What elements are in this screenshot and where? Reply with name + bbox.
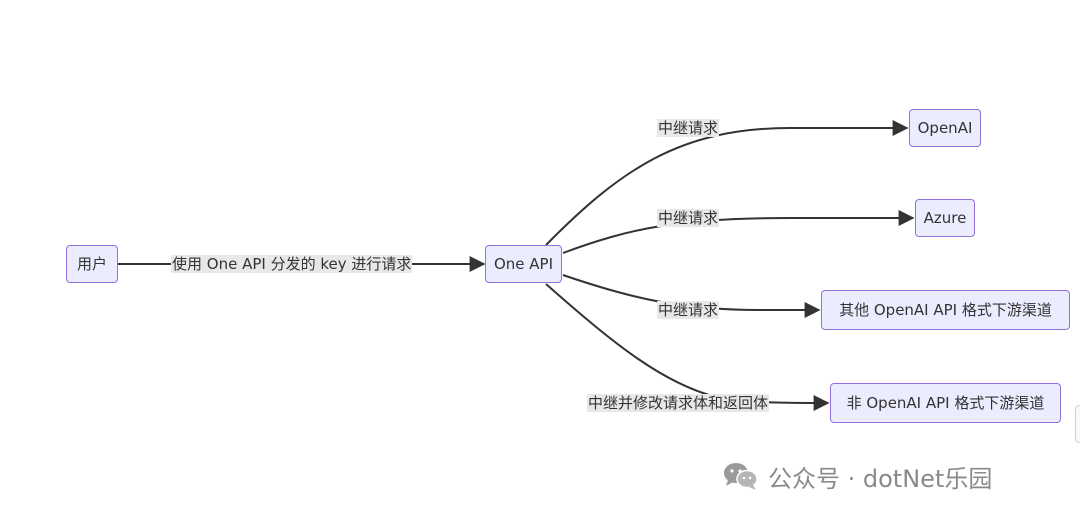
edge-label-relay-non-openai: 中继并修改请求体和返回体 <box>587 394 770 412</box>
edge-oneapi-to-azure <box>562 210 915 254</box>
node-azure[interactable]: Azure <box>915 199 975 237</box>
node-openai[interactable]: OpenAI <box>909 109 981 147</box>
node-user-label: 用户 <box>76 254 107 273</box>
node-one-api-label: One API <box>493 254 554 273</box>
edge-tab <box>1075 405 1080 443</box>
edge-label-relay-openai: 中继请求 <box>657 119 720 137</box>
edge-label-relay-other: 中继请求 <box>657 301 720 319</box>
node-azure-label: Azure <box>923 208 967 227</box>
node-other-openai-format-label: 其他 OpenAI API 格式下游渠道 <box>839 300 1052 319</box>
node-user[interactable]: 用户 <box>66 245 118 283</box>
watermark: 公众号 · dotNet乐园 <box>722 458 992 494</box>
node-openai-label: OpenAI <box>917 118 973 137</box>
node-other-openai-format[interactable]: 其他 OpenAI API 格式下游渠道 <box>821 290 1070 330</box>
edge-oneapi-to-openai <box>545 120 909 246</box>
node-one-api[interactable]: One API <box>485 245 562 283</box>
wechat-icon <box>724 463 758 490</box>
node-non-openai-format[interactable]: 非 OpenAI API 格式下游渠道 <box>830 383 1061 423</box>
edge-label-relay-azure: 中继请求 <box>657 209 720 227</box>
watermark-text: 公众号 · dotNet乐园 <box>768 464 993 493</box>
node-non-openai-format-label: 非 OpenAI API 格式下游渠道 <box>846 393 1045 412</box>
edge-label-user-to-oneapi: 使用 One API 分发的 key 进行请求 <box>171 255 413 273</box>
